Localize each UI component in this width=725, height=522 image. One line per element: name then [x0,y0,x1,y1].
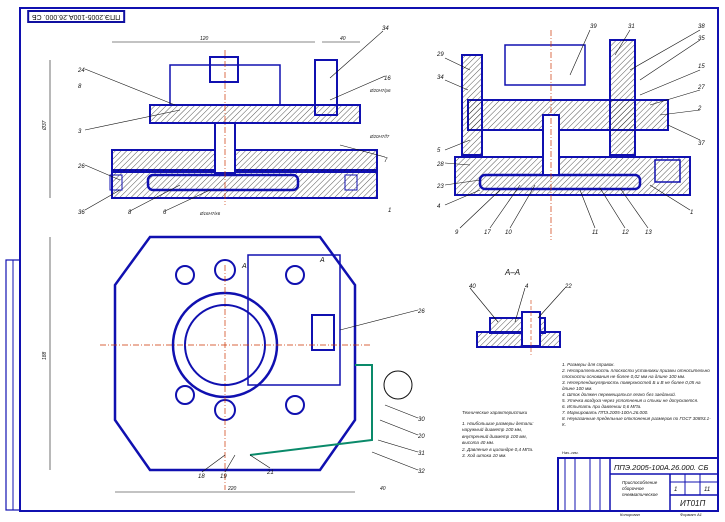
callout: 11 [592,230,598,236]
callout: 31 [418,451,425,457]
plan-view: 220 40 188 А А 26 30 20 31 32 18 19 21 [42,235,425,493]
callout: 18 [198,474,205,480]
callout: 4 [437,204,441,210]
note: 7. Маркировать ППЭ.2005-100А.26.000. [562,410,649,415]
drawing-name-1: Приспособление [622,480,658,485]
scale: 11 [704,487,710,493]
format-label: Формат А1 [680,512,702,517]
callout: 23 [436,184,444,190]
note: 8. Неуказанные предельные отклонения раз… [562,416,711,427]
callout: 13 [645,230,652,236]
fit-1: Ø20Н7/р6 [369,88,391,93]
drawing-designation: ППЭ.2005-100А.26.000. СБ [614,463,708,472]
callout: 39 [590,24,597,30]
note: 3. Неперпендикулярность поверхностей Б и… [562,380,701,391]
callout: 26 [77,164,85,170]
callout: 34 [382,26,389,32]
fit-2: Ø20Н7/f7 [369,134,390,139]
callout: 2 [697,106,702,112]
callout: 8 [78,84,82,90]
view-marker: А [319,257,325,264]
callout: 35 [698,36,705,42]
tech-item: внутренний диаметр 100 мм, [462,433,527,439]
dim-plan-height: 188 [42,351,48,360]
dim-plan-width: 220 [227,486,237,492]
side-view: 29 34 39 31 38 35 15 27 2 37 5 28 23 4 9… [436,24,705,240]
tech-item: 1. Наибольшие размеры детали: [462,420,534,426]
dim-front-height: Ø37 [42,120,48,131]
note: 1. Размеры для справок. [562,362,615,367]
check-label: Нач.-нач. [562,450,579,455]
section-title: А–А [504,268,520,277]
drawing-name-3: пневматическое [622,492,658,497]
callout: 6 [163,210,167,216]
dim-front-width: 120 [200,36,209,42]
tech-item: наружный диаметр 100 мм, [462,427,523,432]
callout: 31 [628,24,635,30]
drawing-name-2: сборочное [622,486,644,491]
callout: 27 [697,85,705,91]
callout: 29 [436,52,444,58]
note: 4. Шток должен перемещаться легко без за… [562,392,676,397]
technical-notes: 1. Размеры для справок. 2. Непараллельно… [562,362,714,428]
callout: 5 [437,148,441,154]
callout: 15 [698,64,705,70]
callout: 30 [418,417,425,423]
copied-label: Копировал [620,512,641,517]
callout: 1 [690,210,693,216]
callout: 4 [525,284,529,290]
callout: 20 [417,434,425,440]
callout: 17 [484,230,491,236]
callout: 19 [220,474,227,480]
callout: 16 [384,76,391,82]
note: 2. Непараллельность плоскости установки … [562,368,710,379]
callout: 21 [266,470,274,476]
callout: 37 [698,141,705,147]
callout: 7 [384,158,388,164]
sheet-number: 1 [674,487,677,493]
view-marker: А [241,263,247,270]
note: 6. Испытать при давлении 0,6 МПа. [562,404,642,409]
tech-heading: Технические характеристики [462,410,528,415]
fit-3: Ø16Н7/к6 [199,211,221,216]
callout: 32 [418,469,425,475]
callout: 10 [505,230,512,236]
rotated-stamp: ППЭ.2005-100А.26.000. СБ [27,10,126,23]
technical-characteristics: Технические характеристики 1. Наибольшие… [462,410,557,460]
tech-item: 2. Давление в цилиндре 0,4 МПа. [462,446,534,452]
callout: 24 [77,68,85,74]
callout: 12 [622,230,629,236]
note: 5. Утечка воздуха через уплотнения и сты… [562,398,699,403]
callout: 28 [436,162,444,168]
title-block [557,457,719,512]
callout: 40 [469,284,476,290]
callout: 1 [388,208,391,214]
callout: 36 [78,210,85,216]
section-a-a: А–А 40 4 22 [469,268,572,355]
callout: 38 [698,24,705,30]
callout: 34 [437,75,444,81]
callout: 22 [564,284,572,290]
tech-item: 3. Ход штока 10 мм. [462,453,507,458]
callout: 3 [78,129,82,135]
callout: 8 [128,210,132,216]
callout: 9 [455,230,459,236]
callout: 26 [417,309,425,315]
front-view: 120 40 Ø37 Ø20Н7/р6 Ø20Н7/f7 Ø16Н7/к6 34… [42,26,391,216]
tech-item: высота 40 мм. [462,440,495,445]
dim-plan-right: 40 [380,486,386,492]
dim-front-right: 40 [340,36,346,42]
organization: ИТ01П [680,499,706,508]
